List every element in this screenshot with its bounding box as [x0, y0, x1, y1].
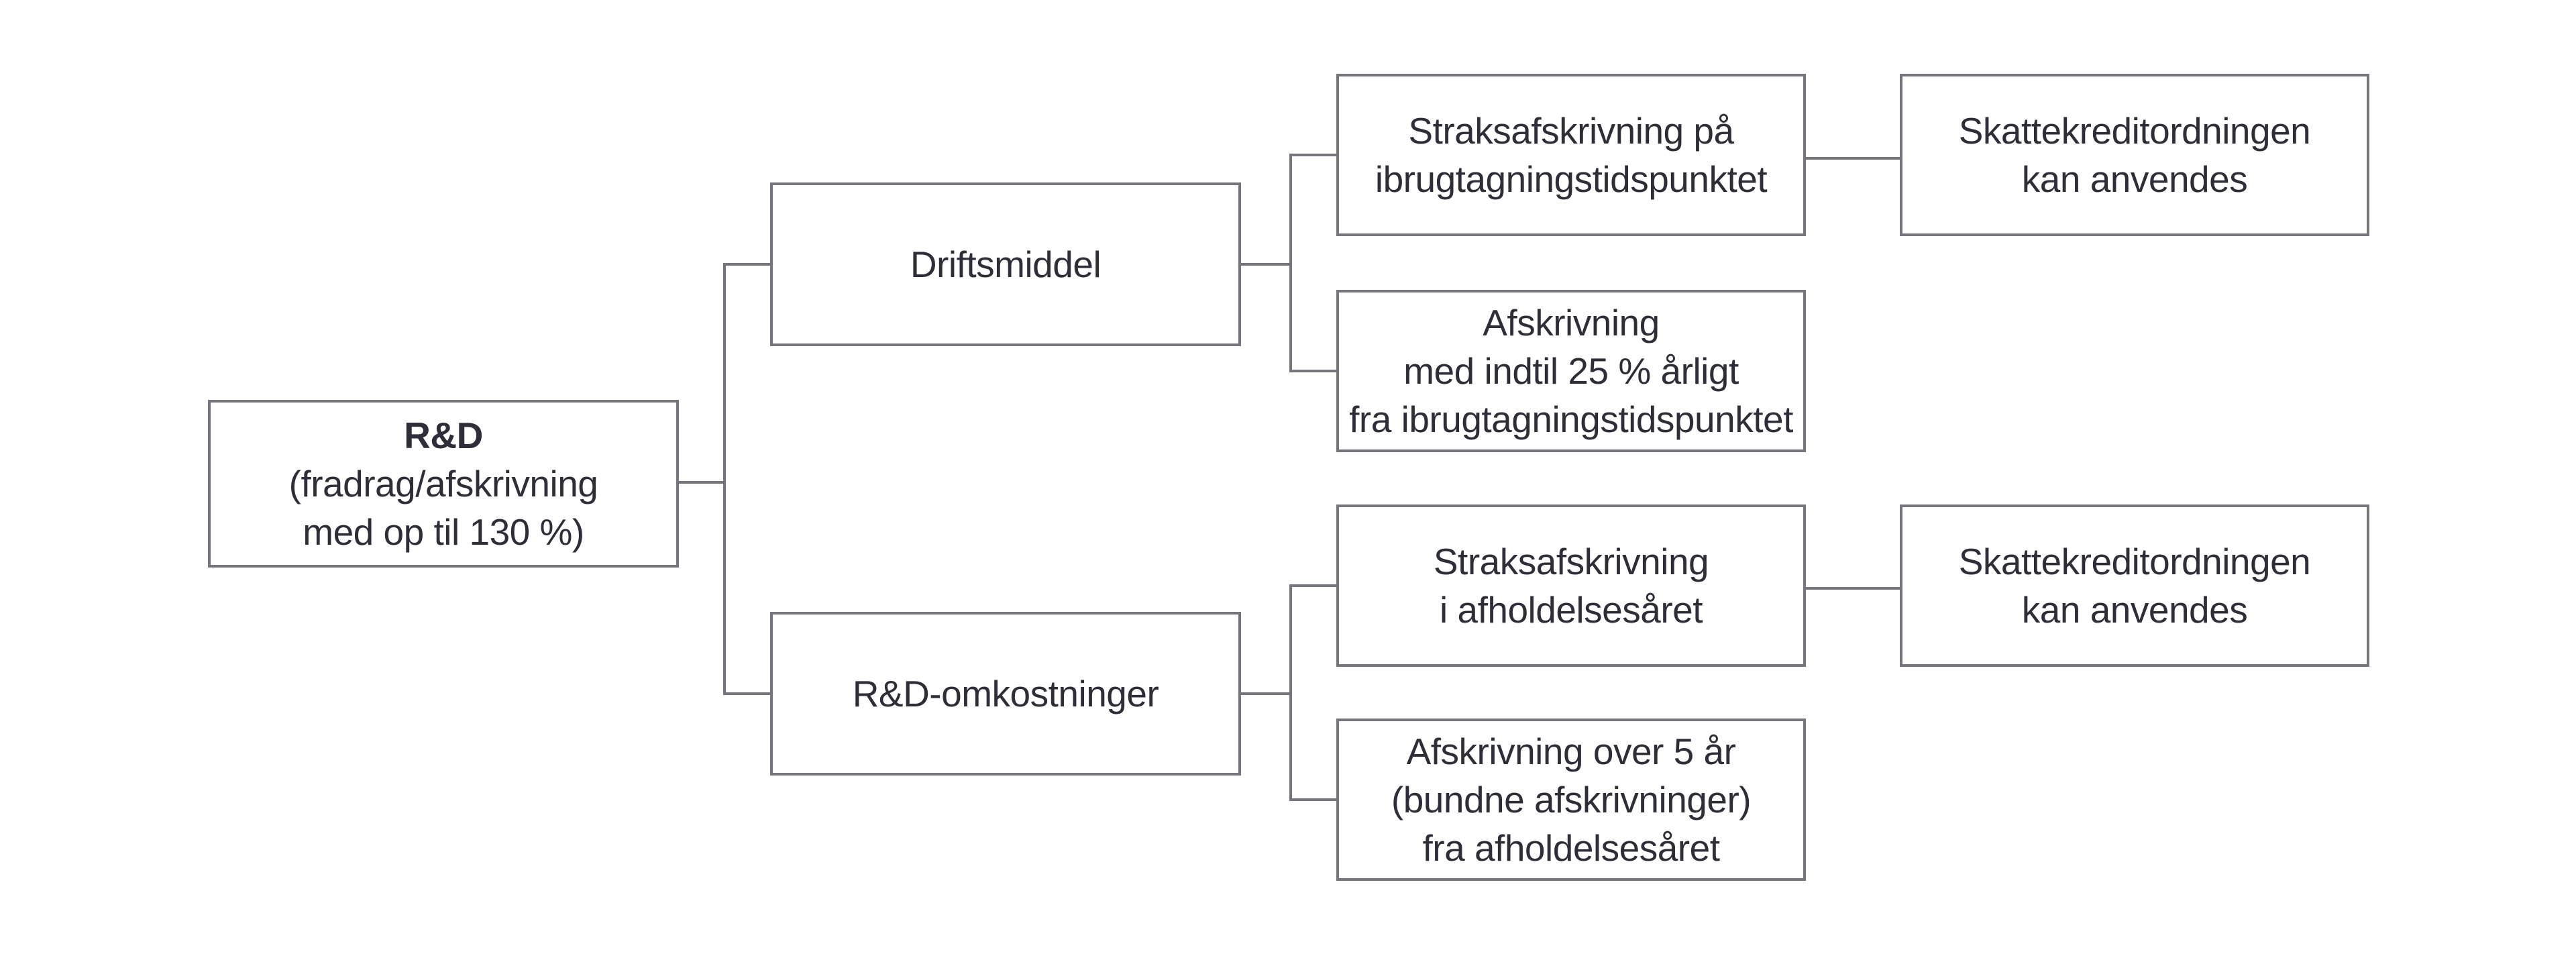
- node-line: kan anvendes: [2021, 589, 2248, 631]
- node-line: ibrugtagningstidspunktet: [1375, 158, 1768, 200]
- node-line: Straksafskrivning: [1433, 540, 1709, 582]
- node-line: kan anvendes: [2021, 158, 2248, 200]
- node-straksafskrivning-ibrugtagning: Straksafskrivning på ibrugtagningstidspu…: [1336, 74, 1806, 236]
- connector-to-skattekredit-bottom: [1806, 587, 1900, 590]
- node-line: Afskrivning: [1483, 301, 1660, 343]
- node-line: Straksafskrivning på: [1408, 109, 1734, 152]
- connector-rd-omkostninger-stub: [1241, 692, 1289, 695]
- node-line: (bundne afskrivninger): [1391, 778, 1752, 820]
- connector-driftsmiddel-stub: [1241, 263, 1289, 266]
- connector-driftsmiddel-trunk: [1289, 154, 1292, 372]
- node-line: Skattekreditordningen: [1958, 540, 2311, 582]
- node-skattekredit-top: Skattekreditordningen kan anvendes: [1900, 74, 2369, 236]
- connector-to-skattekredit-top: [1806, 157, 1900, 160]
- node-line: Driftsmiddel: [910, 243, 1102, 285]
- connector-to-straksafskrivning-afholdelse: [1289, 584, 1336, 587]
- node-line: Skattekreditordningen: [1958, 109, 2311, 152]
- connector-root-to-driftsmiddel: [723, 263, 770, 266]
- connector-to-straksafskrivning-ibrugtagning: [1289, 154, 1336, 156]
- node-afskrivning-25-pct: Afskrivning med indtil 25 % årligt fra i…: [1336, 290, 1806, 452]
- connector-root-stub: [679, 481, 723, 484]
- connector-to-afskrivning-25-pct: [1289, 370, 1336, 372]
- node-line: fra afholdelsesåret: [1422, 827, 1721, 869]
- node-skattekredit-bottom: Skattekreditordningen kan anvendes: [1900, 504, 2369, 667]
- node-line: R&D-omkostninger: [852, 672, 1159, 714]
- node-straksafskrivning-afholdelse: Straksafskrivning i afholdelsesåret: [1336, 504, 1806, 667]
- node-line: med op til 130 %): [303, 511, 584, 553]
- node-rd-omkostninger: R&D-omkostninger: [770, 612, 1241, 776]
- connector-to-afskrivning-5-aar: [1289, 798, 1336, 801]
- node-line: med indtil 25 % årligt: [1403, 350, 1739, 392]
- connector-rd-omkostninger-trunk: [1289, 584, 1292, 801]
- node-afskrivning-5-aar: Afskrivning over 5 år (bundne afskrivnin…: [1336, 718, 1806, 881]
- connector-root-trunk: [723, 263, 726, 695]
- node-line: fra ibrugtagningstidspunktet: [1349, 398, 1793, 441]
- connector-root-to-rd-omkostninger: [723, 692, 770, 695]
- node-line: i afholdelsesåret: [1439, 589, 1703, 631]
- node-line: (fradrag/afskrivning: [288, 462, 598, 504]
- node-driftsmiddel: Driftsmiddel: [770, 182, 1241, 346]
- node-rd-root: R&D (fradrag/afskrivning med op til 130 …: [208, 400, 679, 568]
- node-line: R&D: [404, 414, 483, 456]
- node-line: Afskrivning over 5 år: [1406, 730, 1736, 772]
